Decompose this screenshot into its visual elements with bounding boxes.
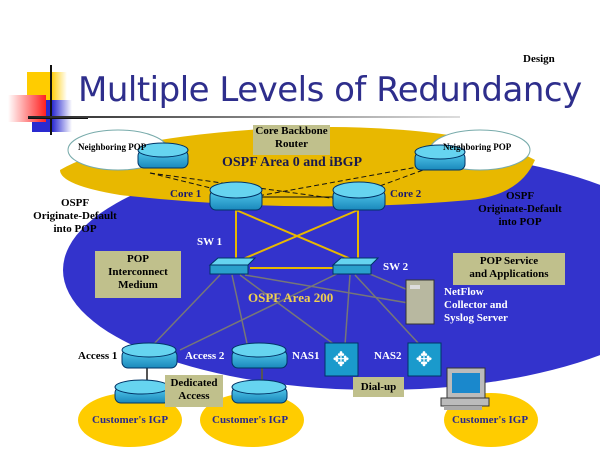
access-2-label: Access 2 <box>185 350 225 362</box>
switch-1-label: SW 1 <box>197 236 223 248</box>
router-access-2 <box>231 342 288 369</box>
core-2-label: Core 2 <box>390 188 422 200</box>
pop-interconnect-box: POP Interconnect Medium <box>95 251 181 298</box>
router-access-1 <box>121 342 178 369</box>
svg-text:✥: ✥ <box>416 349 433 371</box>
server-icon <box>405 279 435 325</box>
nas-2-icon <box>407 342 442 377</box>
router-customer-1 <box>114 379 171 404</box>
page-title: Multiple Levels of Redundancy <box>78 70 582 110</box>
pop-area-label: OSPF Area 200 <box>248 290 334 305</box>
core-backbone-callout: Core Backbone Router <box>253 125 330 155</box>
router-core-2 <box>332 181 386 211</box>
router-neighbor-2 <box>414 144 466 171</box>
left-ospf-note: OSPF Originate-Default into POP <box>33 197 117 235</box>
customer-label-1: Customer's IGP <box>92 414 169 426</box>
dialup-box: Dial-up <box>353 377 404 397</box>
core-area-label: OSPF Area 0 and iBGP <box>222 155 363 170</box>
neighbor-label-2: Neighboring POP <box>443 142 512 152</box>
router-core-1 <box>209 181 263 211</box>
router-icons: ✥ ✥ <box>114 142 490 410</box>
server-label: NetFlow Collector and Syslog Server <box>444 286 508 324</box>
right-ospf-note: OSPF Originate-Default into POP <box>478 190 562 228</box>
customer-area-2 <box>200 393 304 447</box>
pop-services-box: POP Service and Applications <box>453 253 565 285</box>
nas-1-label: NAS1 <box>292 350 320 362</box>
customer-label-3: Customer's IGP <box>452 414 529 426</box>
nas-1-icon <box>324 342 359 377</box>
switch-2-label: SW 2 <box>383 261 409 273</box>
customer-area-1 <box>78 393 182 447</box>
access-1-label: Access 1 <box>78 350 118 362</box>
core-1-label: Core 1 <box>170 188 202 200</box>
title-underline <box>28 116 460 118</box>
workstation-icon <box>440 367 490 410</box>
router-neighbor-1 <box>137 142 189 169</box>
switch-2 <box>331 257 380 275</box>
router-customer-2 <box>231 379 288 404</box>
nas-2-label: NAS2 <box>374 350 402 362</box>
switch-1 <box>208 257 257 275</box>
dedicated-access-box: Dedicated Access <box>165 375 223 407</box>
svg-text:✥: ✥ <box>333 349 350 371</box>
customer-label-2: Customer's IGP <box>212 414 289 426</box>
pop-area-ellipse <box>63 150 600 390</box>
neighbor-label-1: Neighboring POP <box>78 142 147 152</box>
section-label: Design <box>523 53 555 65</box>
